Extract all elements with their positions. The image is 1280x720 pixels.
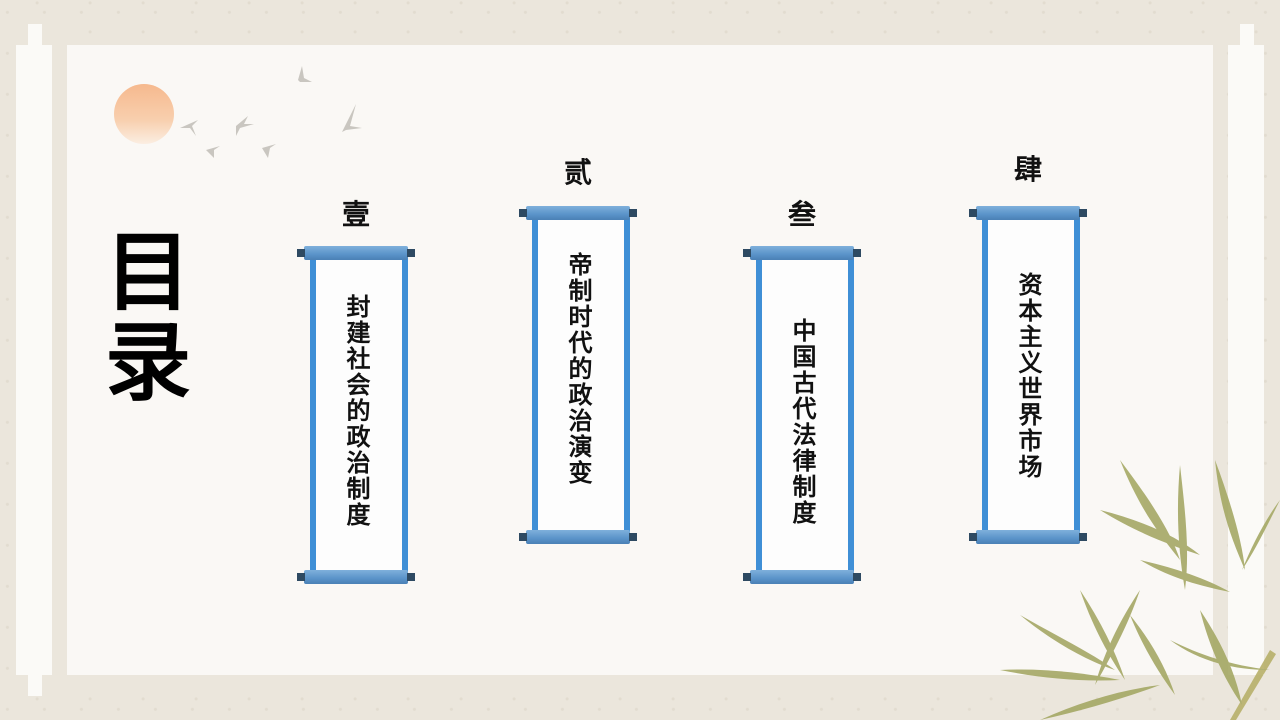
toc-item-label: 帝制时代的政治演变 <box>564 252 592 486</box>
bamboo-icon <box>1000 460 1280 720</box>
left-strip-tab <box>28 24 42 46</box>
toc-numeral: 叁 <box>787 198 816 231</box>
scroll-bottom-rod <box>519 530 637 544</box>
title-char: 目 <box>105 223 191 323</box>
toc-item-label: 资本主义世界市场 <box>1014 272 1042 480</box>
toc-item-label: 封建社会的政治制度 <box>342 294 370 528</box>
toc-numeral: 壹 <box>341 198 370 231</box>
scroll-sheet: 封建社会的政治制度 <box>310 256 408 572</box>
scroll-sheet: 帝制时代的政治演变 <box>532 216 630 534</box>
scroll-sheet: 中国古代法律制度 <box>756 256 854 572</box>
scroll-top-rod <box>519 206 637 220</box>
scroll-top-rod <box>297 246 415 260</box>
scroll-top-rod <box>743 246 861 260</box>
birds-icon <box>180 66 362 158</box>
left-strip-tab-bottom <box>28 674 42 696</box>
title-char: 录 <box>105 313 191 413</box>
scroll-bottom-rod <box>743 570 861 584</box>
toc-numeral: 肆 <box>1013 153 1042 186</box>
right-paper-strip <box>1228 45 1264 675</box>
sun-icon <box>114 84 174 144</box>
toc-numeral: 贰 <box>563 156 592 189</box>
scroll-bottom-rod <box>297 570 415 584</box>
right-strip-tab <box>1240 24 1254 46</box>
left-paper-strip <box>16 45 52 675</box>
scroll-bottom-rod <box>969 530 1087 544</box>
scroll-sheet: 资本主义世界市场 <box>982 216 1080 534</box>
toc-item-label: 中国古代法律制度 <box>788 318 816 526</box>
page-title: 目 录 <box>98 228 198 408</box>
scroll-top-rod <box>969 206 1087 220</box>
